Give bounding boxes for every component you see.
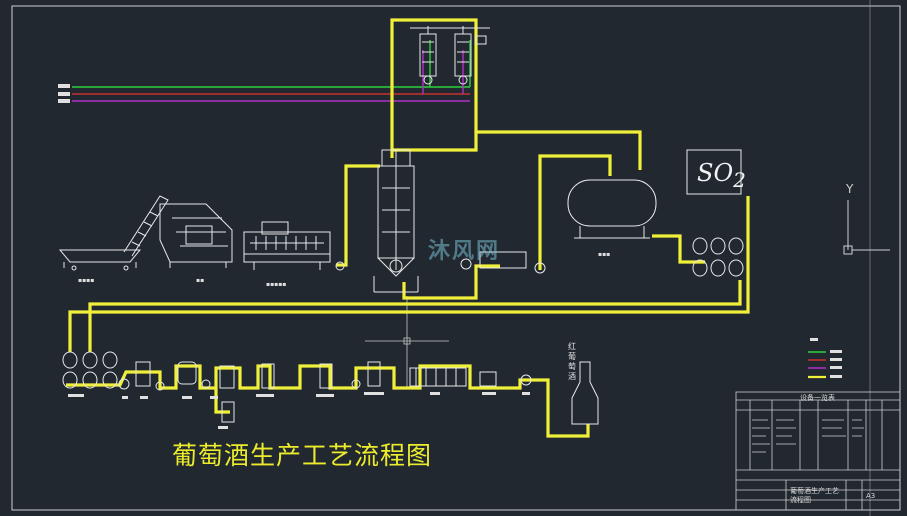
watermark-logo: 沐风网: [428, 239, 501, 264]
pipe-legend: [808, 338, 842, 379]
ucs-axis-icon: [843, 200, 890, 255]
axis-y-label: Y: [846, 182, 854, 196]
drawing-frame: [11, 5, 901, 511]
pipe-fermenter-outlet: [402, 264, 500, 300]
equipment-tag: ▪▪▪▪: [78, 277, 94, 284]
equipment-tag: ▪▪▪: [598, 251, 610, 258]
pipe-condenser-return: [392, 132, 478, 152]
pipe-press-to-fermenter: [336, 164, 380, 267]
wine-bottle: [571, 361, 599, 425]
process-piping: [66, 18, 750, 438]
so2-label: SO2: [697, 159, 746, 192]
drawing-title: 葡萄酒生产工艺流程图: [172, 441, 433, 470]
transfer-pumps: [460, 251, 546, 274]
product-label: 红葡萄酒: [568, 342, 576, 381]
barrel-group-left: [62, 351, 118, 389]
utility-line-tag: [58, 84, 70, 88]
condenser-units: [410, 26, 490, 85]
grape-receiving-hopper: [58, 195, 233, 271]
title-block: [735, 391, 901, 511]
utility-line-tag: [58, 99, 70, 103]
barrel-group-right: [692, 237, 744, 277]
so2-dosing-box: [686, 149, 742, 195]
so2-subscript: 2: [733, 167, 746, 192]
pipe-to-storage-tank: [538, 154, 612, 270]
title-block-drawing-name: 葡萄酒生产工艺流程图: [790, 487, 839, 504]
sheet-size: A3: [866, 492, 876, 500]
pipe-so2-feed: [68, 196, 750, 352]
equipment-tag: ▪▪: [196, 277, 204, 284]
fermentation-tank: [373, 149, 419, 293]
so2-text: SO: [697, 159, 734, 187]
equipment-tags-bottom: [68, 392, 530, 429]
pipe-bottom-train: [66, 364, 590, 438]
pipe-second-header: [88, 280, 742, 352]
storage-tank: [567, 179, 657, 239]
utility-lines: [58, 40, 471, 103]
utility-line-tag: [58, 92, 70, 96]
pipe-to-condensers: [390, 18, 642, 170]
equipment-list-header: 设备一览表: [800, 394, 835, 402]
screw-press: [243, 221, 345, 271]
filtration-train: [118, 361, 532, 423]
pipe-barrel-loop: [652, 234, 705, 264]
pipe-bottom-branch: [214, 388, 230, 414]
equipment-tag: ▪▪▪▪▪: [266, 281, 286, 288]
